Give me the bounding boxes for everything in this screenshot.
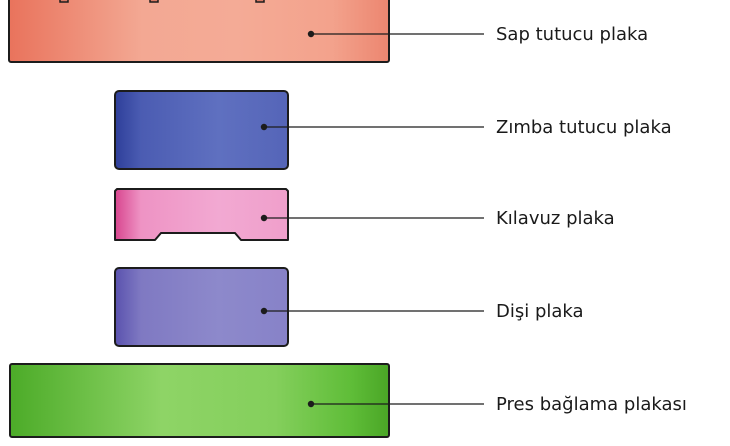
label-sap-tutucu: Sap tutucu plaka (496, 24, 648, 45)
plate-pres-baglama: Pres bağlama plakası (9, 363, 687, 438)
plate-kilavuz: Kılavuz plaka (114, 188, 615, 241)
plate-zimba-tutucu: Zımba tutucu plaka (114, 90, 672, 170)
leader-line-pres-baglama (307, 400, 484, 408)
leader-line-disi (260, 307, 484, 315)
label-kilavuz: Kılavuz plaka (496, 208, 615, 229)
label-disi: Dişi plaka (496, 301, 584, 322)
leader-line-sap-tutucu (307, 30, 484, 38)
leader-line-kilavuz (260, 214, 484, 222)
label-zimba-tutucu: Zımba tutucu plaka (496, 117, 672, 138)
plate-sap-tutucu: Sap tutucu plaka (8, 0, 648, 63)
label-pres-baglama: Pres bağlama plakası (496, 394, 687, 415)
plate-disi: Dişi plaka (114, 267, 584, 347)
leader-line-zimba-tutucu (260, 123, 484, 131)
